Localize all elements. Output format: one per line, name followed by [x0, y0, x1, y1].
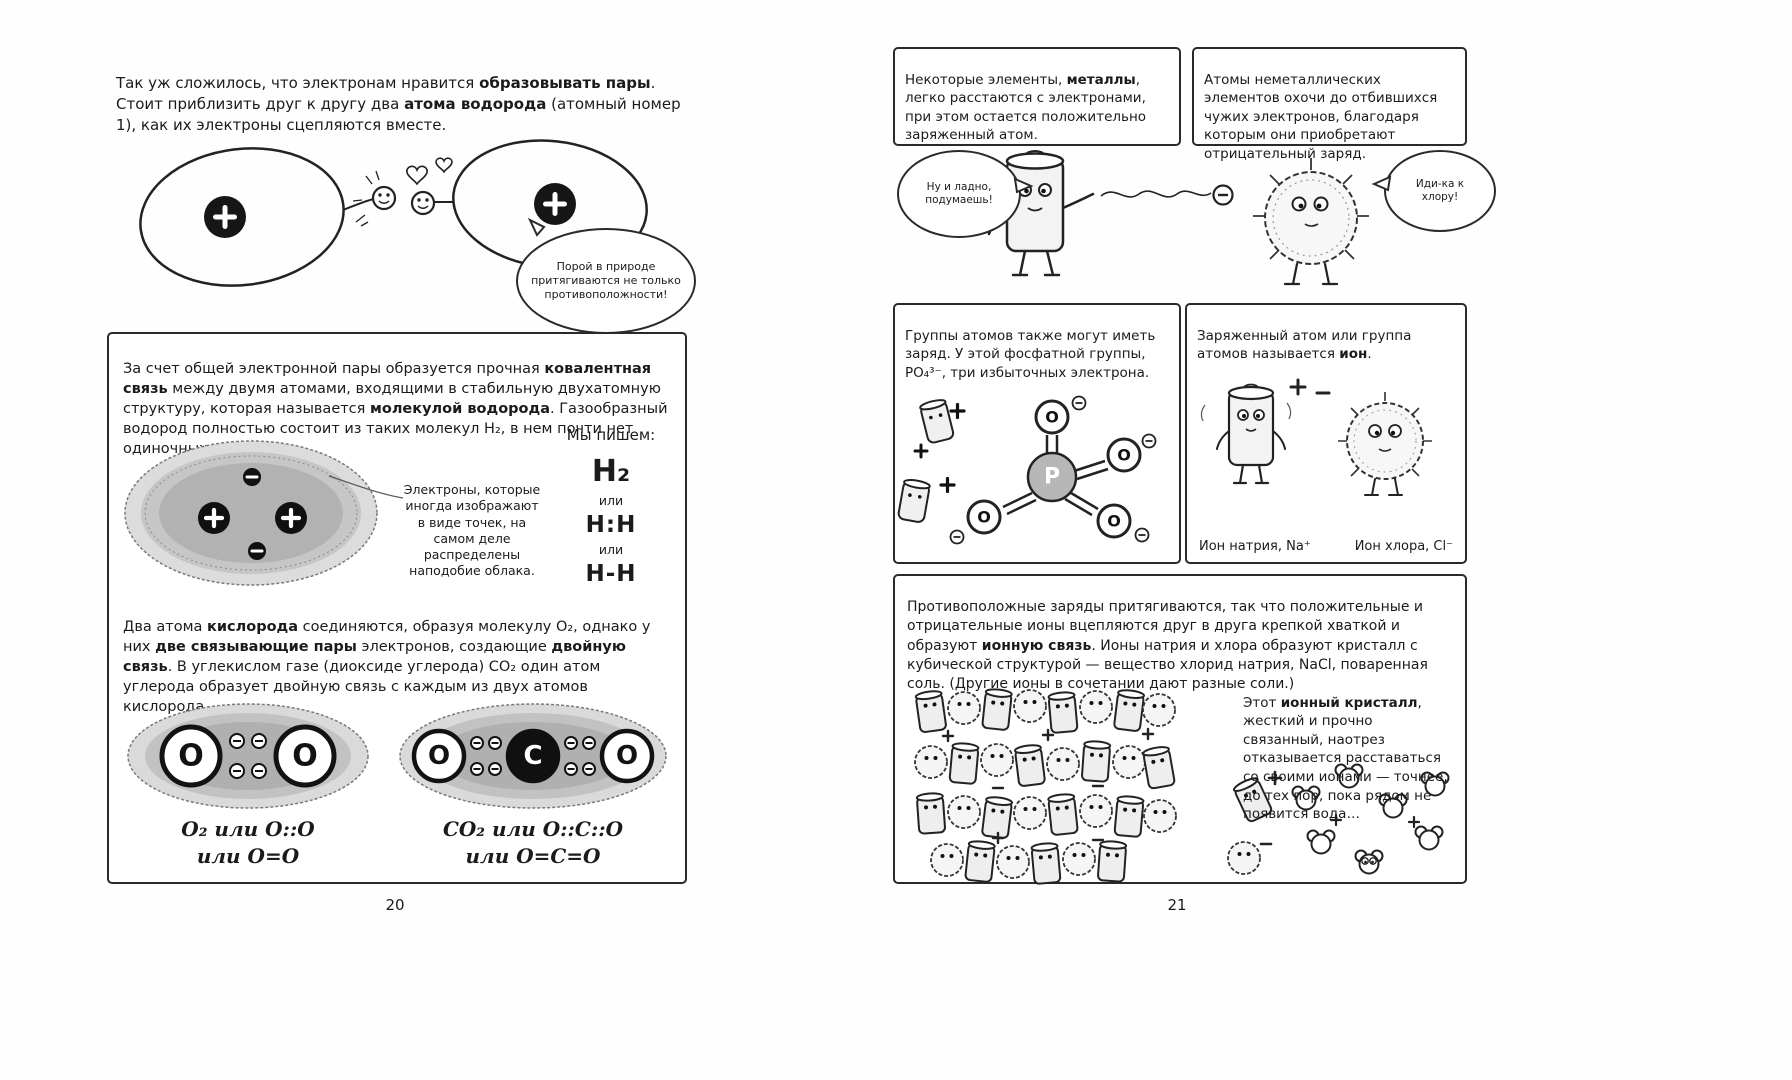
covalent-bond-panel: За счет общей электронной пары образуетс… — [107, 332, 687, 884]
chlorine-atom-character — [1253, 158, 1369, 286]
speech-bubble-tail — [527, 217, 546, 237]
ion-characters-illustration — [1200, 378, 1432, 496]
carbon-dioxide-molecule-illustration: O C O — [399, 703, 667, 809]
oxygen-label: O — [428, 741, 450, 771]
escaping-ions — [1227, 770, 1283, 875]
or-label: или — [598, 493, 624, 508]
oxygen-label: O — [616, 741, 638, 771]
ionic-bond-paragraph: Противоположные заряды притягиваются, та… — [907, 599, 1428, 693]
chloride-ion-character — [1338, 392, 1432, 496]
or-label: или — [598, 542, 624, 557]
we-write-label: Мы пишем: — [566, 426, 656, 444]
lattice-charge-marks — [941, 727, 1155, 845]
electron-cloud-note: Электроны, которые иногда изображают в в… — [403, 482, 541, 579]
co2-caption: CO₂ или O::C::O или O=C=O — [442, 817, 624, 868]
electron-note-pointer — [328, 475, 404, 499]
proton-left — [198, 502, 230, 534]
plus-minus-charges — [1289, 378, 1331, 396]
page-number-right: 21 — [1167, 896, 1187, 914]
phosphate-group-illustration: P O O O O — [897, 395, 1157, 545]
oxygen-label: O — [1107, 512, 1121, 531]
ion-definition-panel: Заряженный атом или группа атомов называ… — [1185, 303, 1467, 564]
salt-crystal-illustration — [914, 687, 1450, 886]
phosphorus-label: P — [1044, 465, 1060, 490]
charged-groups-panel: Группы атомов также могут иметь заряд. У… — [893, 303, 1181, 564]
water-molecules — [1291, 763, 1450, 875]
speech-bubble-chlorine: Иди-ка к хлору! — [1371, 150, 1496, 232]
left-hydrogen-atom — [139, 147, 345, 287]
formula-hh-dash: H-H — [585, 561, 637, 587]
oxygen-label: O — [1045, 408, 1059, 427]
nonmetals-caption-panel: Атомы неметаллических элементов охочи до… — [1192, 47, 1467, 162]
bonding-electron-pairs — [470, 736, 596, 776]
paired-electrons — [371, 185, 436, 216]
oxygen-molecule-illustration: O O — [127, 703, 369, 809]
electron-path-squiggle — [1100, 190, 1212, 198]
crystal-note: Этот ионный кристалл, жесткий и прочно с… — [1243, 694, 1448, 823]
tossed-electron — [1212, 184, 1234, 206]
crystal-lattice — [914, 687, 1177, 886]
speech-bubble-tail — [1371, 175, 1392, 192]
ion-definition-text: Заряженный атом или группа атомов называ… — [1197, 327, 1412, 363]
intro-paragraph: Так уж сложилось, что электронам нравитс… — [116, 74, 681, 134]
speech-bubble-text: Порой в природе притягиваются не только … — [531, 260, 681, 301]
speech-bubble-text: Ну и ладно, подумаешь! — [925, 180, 993, 206]
oxygen-label: O — [292, 739, 318, 774]
excess-electron-badges — [949, 395, 1157, 545]
formula-hh-dots: H:H — [585, 512, 637, 538]
googly-eyed-water-molecule — [1354, 849, 1384, 875]
speech-bubble-sodium: Ну и ладно, подумаешь! — [897, 150, 1034, 238]
electron-bottom — [248, 542, 266, 560]
carbon-label: C — [523, 741, 542, 771]
hydrogen-pairing-illustration — [139, 139, 648, 287]
speech-bubble-tail — [1013, 177, 1034, 194]
sodium-cans-with-plus — [897, 399, 966, 523]
motion-lines — [1200, 402, 1292, 422]
ionic-bond-panel: Противоположные заряды притягиваются, та… — [893, 574, 1467, 886]
hearts-icon — [406, 157, 453, 186]
phosphate-bonds — [1002, 435, 1109, 517]
metals-text: Некоторые элементы, металлы, легко расст… — [905, 71, 1147, 144]
charged-groups-text: Группы атомов также могут иметь заряд. У… — [905, 327, 1156, 381]
metals-caption-panel: Некоторые элементы, металлы, легко расст… — [893, 47, 1181, 146]
nonmetals-text: Атомы неметаллических элементов охочи до… — [1204, 71, 1438, 163]
oxygen-paragraph: Два атома кислорода соединяются, образуя… — [123, 618, 651, 715]
speech-bubble-text: Иди-ка к хлору! — [1415, 177, 1465, 203]
oxygen-label: O — [1117, 446, 1131, 465]
bonding-electron-pairs — [229, 733, 267, 779]
spark-lines — [352, 170, 380, 227]
sodium-ion-caption: Ион натрия, Na⁺ — [1199, 539, 1311, 554]
written-formulas: Мы пишем: H₂ или H:H или H-H — [551, 426, 671, 587]
ion-captions: Ион натрия, Na⁺ Ион хлора, Cl⁻ — [1187, 539, 1465, 554]
page-number-left: 20 — [385, 896, 405, 914]
proton-right — [275, 502, 307, 534]
electron-top — [243, 468, 261, 486]
chloride-ion-caption: Ион хлора, Cl⁻ — [1354, 539, 1453, 554]
speech-bubble-opposites: Порой в природе притягиваются не только … — [516, 217, 696, 334]
sodium-ion-character — [1216, 383, 1286, 485]
oxygen-label: O — [977, 508, 991, 527]
hydrogen-molecule-cloud — [124, 440, 378, 586]
o2-caption: O₂ или O::O или O=O — [181, 817, 315, 868]
oxygen-label: O — [178, 739, 204, 774]
formula-h2: H₂ — [591, 454, 631, 489]
